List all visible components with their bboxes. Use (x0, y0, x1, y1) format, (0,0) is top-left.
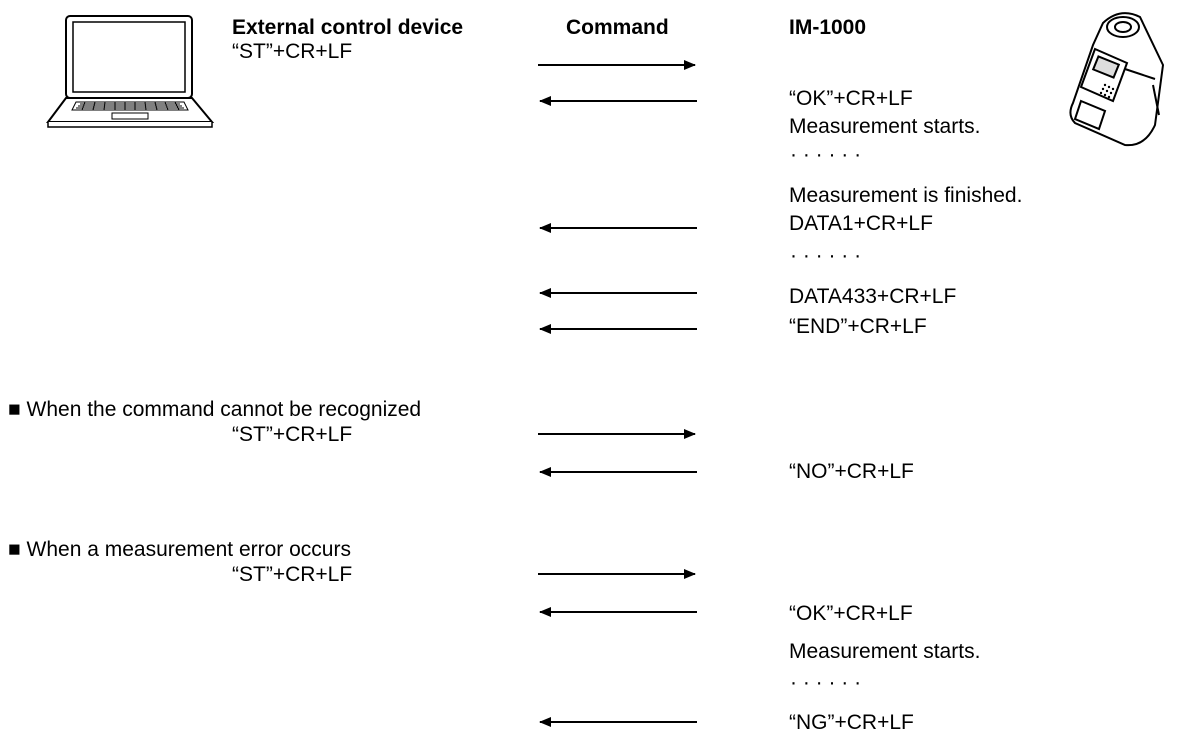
s3-dots: · · · · · · (790, 671, 862, 694)
s1-dots-2: · · · · · · (790, 244, 862, 267)
s3-send-st: “ST”+CR+LF (232, 563, 353, 586)
s1-reply-ok: “OK”+CR+LF (789, 87, 913, 110)
s1-end: “END”+CR+LF (789, 315, 927, 338)
s1-data1: DATA1+CR+LF (789, 212, 933, 235)
s1-measurement-starts: Measurement starts. (789, 115, 981, 138)
s1-measurement-finished: Measurement is finished. (789, 184, 1023, 207)
s3-measurement-starts: Measurement starts. (789, 640, 981, 663)
laptop-icon (46, 15, 215, 128)
s3-reply-ok: “OK”+CR+LF (789, 602, 913, 625)
s1-send-st: “ST”+CR+LF (232, 40, 353, 63)
s2-send-st: “ST”+CR+LF (232, 423, 353, 446)
im-1000-meter-icon (1069, 12, 1165, 147)
header-command: Command (566, 16, 669, 39)
s3-reply-ng: “NG”+CR+LF (789, 711, 914, 734)
s2-heading: ■ When the command cannot be recognized (8, 398, 422, 421)
s1-dots-1: · · · · · · (790, 143, 862, 166)
s3-heading: ■ When a measurement error occurs (8, 538, 351, 561)
s1-data433: DATA433+CR+LF (789, 285, 957, 308)
header-im-1000: IM-1000 (789, 16, 867, 39)
s2-reply-no: “NO”+CR+LF (789, 460, 914, 483)
header-external-device: External control device (232, 16, 464, 39)
